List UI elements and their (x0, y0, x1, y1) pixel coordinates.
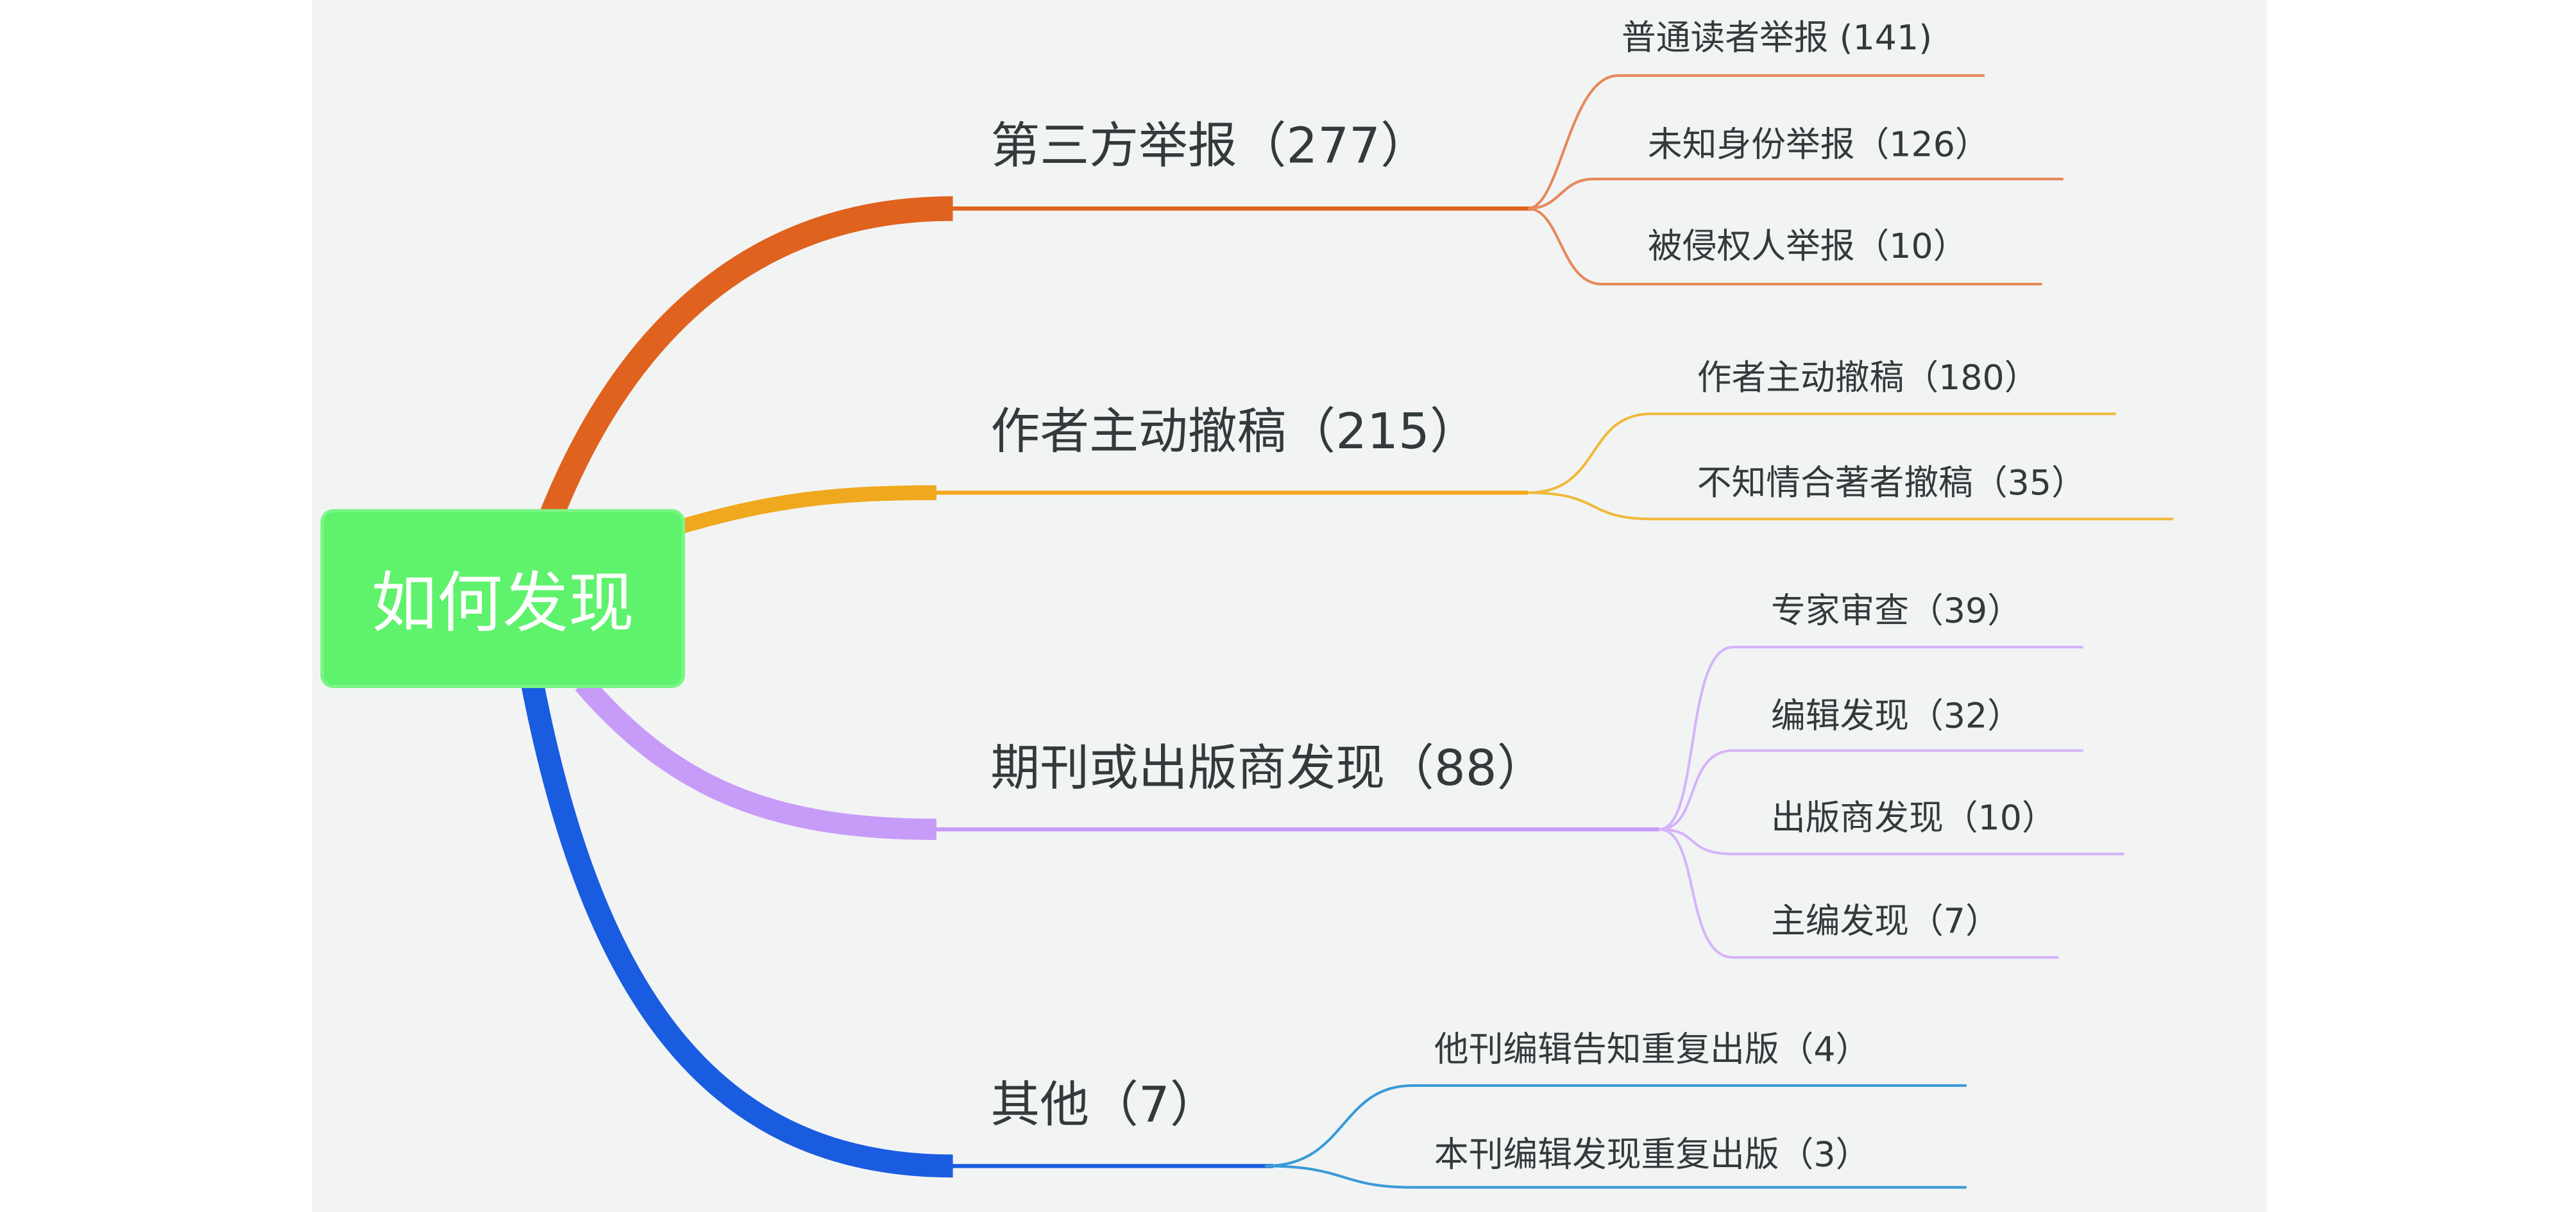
root-box (320, 509, 686, 689)
child-label[interactable]: 编辑发现（32） (1771, 696, 2022, 736)
child-connectors (1265, 1084, 1967, 1189)
branch-author-retraction[interactable]: 作者主动撤稿（215） 作者主动撤稿（180） 不知情合著者撤稿（35） (671, 357, 2174, 536)
child-label[interactable]: 作者主动撤稿（180） (1697, 357, 2039, 398)
branch-connector (521, 680, 953, 1178)
child-label[interactable]: 他刊编辑告知重复出版（4） (1434, 1029, 1870, 1069)
child-connectors (1659, 645, 2124, 959)
child-label[interactable]: 普通读者举报 (141) (1622, 17, 1932, 58)
branch-label: 其他（7） (990, 1077, 1219, 1134)
child-connectors (1527, 412, 2174, 521)
branch-journal-publisher[interactable]: 期刊或出版商发现（88） 专家审查（39） 编辑发现（32） 出版商发现（10）… (575, 591, 2124, 959)
child-label[interactable]: 专家审查（39） (1771, 591, 2022, 631)
branch-connector (575, 676, 936, 840)
branch-connector (537, 196, 953, 527)
branch-label: 期刊或出版商发现（88） (990, 740, 1546, 797)
branch-label: 作者主动撤稿（215） (990, 403, 1479, 460)
branch-connector (671, 485, 936, 536)
child-connectors (1527, 74, 2063, 286)
child-label[interactable]: 未知身份举报（126） (1648, 124, 1990, 164)
child-label[interactable]: 出版商发现（10） (1771, 797, 2056, 837)
child-label[interactable]: 不知情合著者撤稿（35） (1697, 462, 2086, 503)
branch-label: 第三方举报（277） (990, 118, 1429, 175)
child-label[interactable]: 主编发现（7） (1771, 901, 2000, 941)
root-node[interactable]: 如何发现 (320, 509, 686, 689)
child-label[interactable]: 本刊编辑发现重复出版（3） (1434, 1134, 1870, 1174)
root-label: 如何发现 (371, 566, 634, 642)
child-label[interactable]: 被侵权人举报（10） (1648, 226, 1968, 266)
branch-third-party-report[interactable]: 第三方举报（277） 普通读者举报 (141) 未知身份举报（126） 被侵权人… (537, 17, 2063, 527)
branch-other[interactable]: 其他（7） 他刊编辑告知重复出版（4） 本刊编辑发现重复出版（3） (521, 680, 1967, 1189)
